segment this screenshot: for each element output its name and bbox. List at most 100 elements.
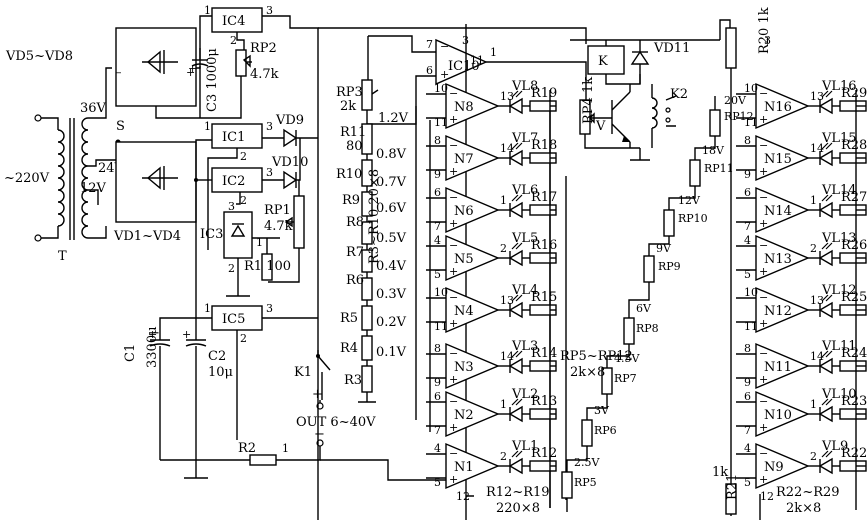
resistor-label: R25 bbox=[841, 290, 867, 305]
svg-text:2: 2 bbox=[228, 262, 235, 275]
comparator-opamp bbox=[445, 286, 500, 334]
svg-text:RP6: RP6 bbox=[594, 424, 617, 437]
potentiometer-rp1: RP1 4.7k bbox=[264, 180, 305, 283]
svg-text:+: + bbox=[759, 317, 768, 330]
c1-label: C1 bbox=[123, 344, 138, 362]
svg-text:3: 3 bbox=[266, 302, 273, 315]
svg-text:+: + bbox=[759, 217, 768, 230]
led-label: VL9 bbox=[821, 439, 848, 454]
c3-label: C3 1000μ bbox=[205, 48, 220, 112]
resistor-r5: R5 bbox=[340, 305, 373, 331]
comparator-opamp bbox=[755, 442, 810, 490]
r2-label: R2 bbox=[238, 441, 256, 456]
pin-label: 4 bbox=[744, 234, 751, 247]
svg-text:+: + bbox=[449, 317, 458, 330]
svg-text:1: 1 bbox=[204, 120, 211, 133]
pin-label: 1 bbox=[810, 398, 817, 411]
led-label: VL10 bbox=[821, 387, 857, 402]
svg-text:18V: 18V bbox=[702, 144, 725, 157]
svg-text:12: 12 bbox=[456, 490, 470, 503]
comparator-label: N6 bbox=[454, 204, 474, 219]
rp5-rp12-label: RP5~RP12 bbox=[560, 349, 633, 364]
svg-text:+: + bbox=[182, 328, 191, 341]
pin-label: 4 bbox=[744, 442, 751, 455]
comparator-label: N10 bbox=[764, 408, 792, 423]
vd10-label: VD10 bbox=[271, 155, 308, 170]
relay-contact-k1: K1 bbox=[294, 350, 331, 400]
svg-text:–: – bbox=[116, 66, 122, 79]
ic10-label: IC10 bbox=[448, 59, 480, 74]
led-label: VL15 bbox=[821, 131, 857, 146]
svg-text:RP12: RP12 bbox=[724, 110, 754, 123]
r3-r10-label: R3~R10 20×8 bbox=[367, 169, 382, 264]
comparator-opamp bbox=[445, 186, 500, 234]
ic3-reference: IC3 3 1 2 bbox=[200, 200, 263, 275]
rp5-rp12-value: 2k×8 bbox=[570, 365, 605, 380]
svg-text:1: 1 bbox=[256, 236, 263, 249]
pin-label: 8 bbox=[744, 134, 751, 147]
ic2-label: IC2 bbox=[222, 174, 245, 189]
svg-text:−: − bbox=[759, 395, 768, 408]
svg-text:RP11: RP11 bbox=[704, 162, 734, 175]
led-label: VL11 bbox=[821, 339, 857, 354]
pin-label: 1 bbox=[500, 398, 507, 411]
diode-vd10: VD10 bbox=[271, 155, 308, 190]
led-icon bbox=[818, 201, 833, 219]
ic5-label: IC5 bbox=[222, 312, 245, 327]
r21-label: R21 bbox=[725, 474, 740, 500]
svg-text:−: − bbox=[449, 395, 458, 408]
resistor-r11: R11 80 bbox=[340, 123, 373, 155]
svg-text:12: 12 bbox=[760, 490, 774, 503]
svg-text:−: − bbox=[759, 291, 768, 304]
svg-text:4.5V: 4.5V bbox=[614, 352, 640, 365]
svg-text:RP8: RP8 bbox=[636, 322, 659, 335]
pin-label: 9 bbox=[744, 376, 751, 389]
ic4-label: IC4 bbox=[222, 14, 245, 29]
svg-text:3V: 3V bbox=[594, 404, 610, 417]
r11-label: R11 bbox=[340, 125, 366, 140]
output-voltage-label: OUT 6~40V bbox=[296, 415, 376, 430]
comparator-opamp bbox=[755, 390, 810, 438]
svg-text:3: 3 bbox=[266, 120, 273, 133]
led-icon bbox=[508, 249, 523, 267]
r21-value: 1k bbox=[712, 465, 728, 480]
svg-text:3: 3 bbox=[764, 34, 771, 47]
svg-text:2.5V: 2.5V bbox=[574, 456, 600, 469]
comparator-opamp bbox=[755, 186, 810, 234]
resistor-r2: R2 1 bbox=[238, 441, 289, 466]
comparator-opamp bbox=[755, 134, 810, 182]
pin-label: 7 bbox=[434, 424, 441, 437]
svg-text:+: + bbox=[449, 165, 458, 178]
bridge-vd1-vd4: VD1~VD4 bbox=[113, 141, 197, 244]
comparator-label: N14 bbox=[764, 204, 792, 219]
svg-text:−: − bbox=[314, 427, 325, 442]
resistor-r4: R4 bbox=[340, 335, 373, 361]
output-terminals: + − OUT 6~40V bbox=[296, 387, 376, 447]
led-label: VL8 bbox=[511, 79, 538, 94]
pin-label: 8 bbox=[434, 134, 441, 147]
svg-text:−: − bbox=[449, 291, 458, 304]
transistor-v: V bbox=[595, 91, 631, 143]
comparator-opamp bbox=[445, 234, 500, 282]
svg-text:+: + bbox=[188, 62, 197, 75]
svg-text:−: − bbox=[449, 191, 458, 204]
resistor-label: R19 bbox=[531, 86, 557, 101]
svg-text:2: 2 bbox=[240, 332, 247, 345]
mains-input: ~220V bbox=[4, 114, 59, 242]
svg-text:+: + bbox=[186, 66, 195, 79]
comparator-opamp bbox=[445, 390, 500, 438]
capacitor-c3: + C3 1000μ bbox=[188, 48, 220, 118]
comparator-opamp bbox=[755, 234, 810, 282]
pin-label: 11 bbox=[744, 116, 758, 129]
transformer-label: T bbox=[58, 249, 67, 264]
switch-label: S bbox=[116, 119, 125, 134]
pin-label: 7 bbox=[744, 424, 751, 437]
pin-label: 5 bbox=[434, 268, 441, 281]
